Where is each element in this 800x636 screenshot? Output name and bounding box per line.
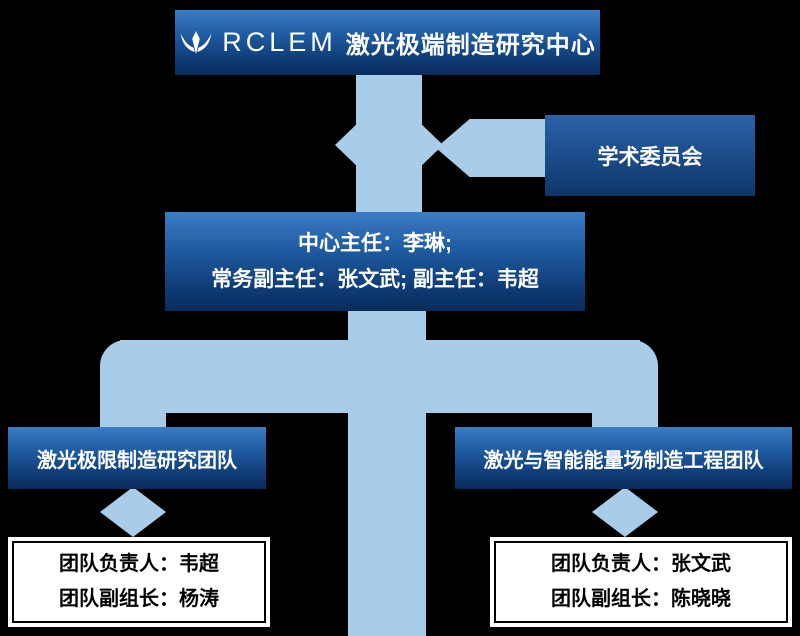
team-left-members-box: 团队负责人：韦超 团队副组长：杨涛: [8, 537, 270, 627]
connector-diamond-left: [100, 487, 166, 537]
academic-committee-label: 学术委员会: [597, 145, 703, 169]
team-right-members-inner: 团队负责人：张文武 团队副组长：陈晓晓: [494, 541, 788, 623]
connector-right-drop: [592, 340, 658, 428]
team-left-deputy: 团队副组长：杨涛: [59, 588, 219, 610]
team-left-box: 激光极限制造研究团队: [8, 427, 266, 489]
connector-diamond-top: [335, 93, 443, 197]
connector-left-drop: [100, 340, 166, 428]
team-right-leader: 团队负责人：张文武: [551, 553, 731, 575]
logo-text: RCLEM: [222, 27, 337, 57]
team-right-name: 激光与智能能量场制造工程团队: [483, 449, 764, 472]
connector-arrow-to-committee: [436, 119, 548, 177]
team-left-members-inner: 团队负责人：韦超 团队副组长：杨涛: [12, 541, 266, 623]
directors-line2: 常务副主任：张文武; 副主任：韦超: [211, 267, 539, 291]
team-right-members-box: 团队负责人：张文武 团队副组长：陈晓晓: [490, 537, 792, 627]
center-title: 激光极端制造研究中心: [345, 32, 596, 59]
team-right-deputy: 团队副组长：陈晓晓: [551, 588, 731, 610]
header-box: RCLEM 激光极端制造研究中心: [175, 10, 600, 75]
connector-diamond-right: [592, 487, 658, 537]
team-right-box: 激光与智能能量场制造工程团队: [455, 427, 792, 489]
connector-crossbar: [120, 340, 640, 413]
directors-line1: 中心主任：李琳;: [298, 231, 452, 255]
team-left-name: 激光极限制造研究团队: [37, 449, 237, 472]
academic-committee-box: 学术委员会: [545, 115, 755, 196]
crown-icon: [179, 30, 213, 56]
directors-box: 中心主任：李琳; 常务副主任：张文武; 副主任：韦超: [165, 212, 585, 311]
team-left-leader: 团队负责人：韦超: [59, 553, 219, 575]
